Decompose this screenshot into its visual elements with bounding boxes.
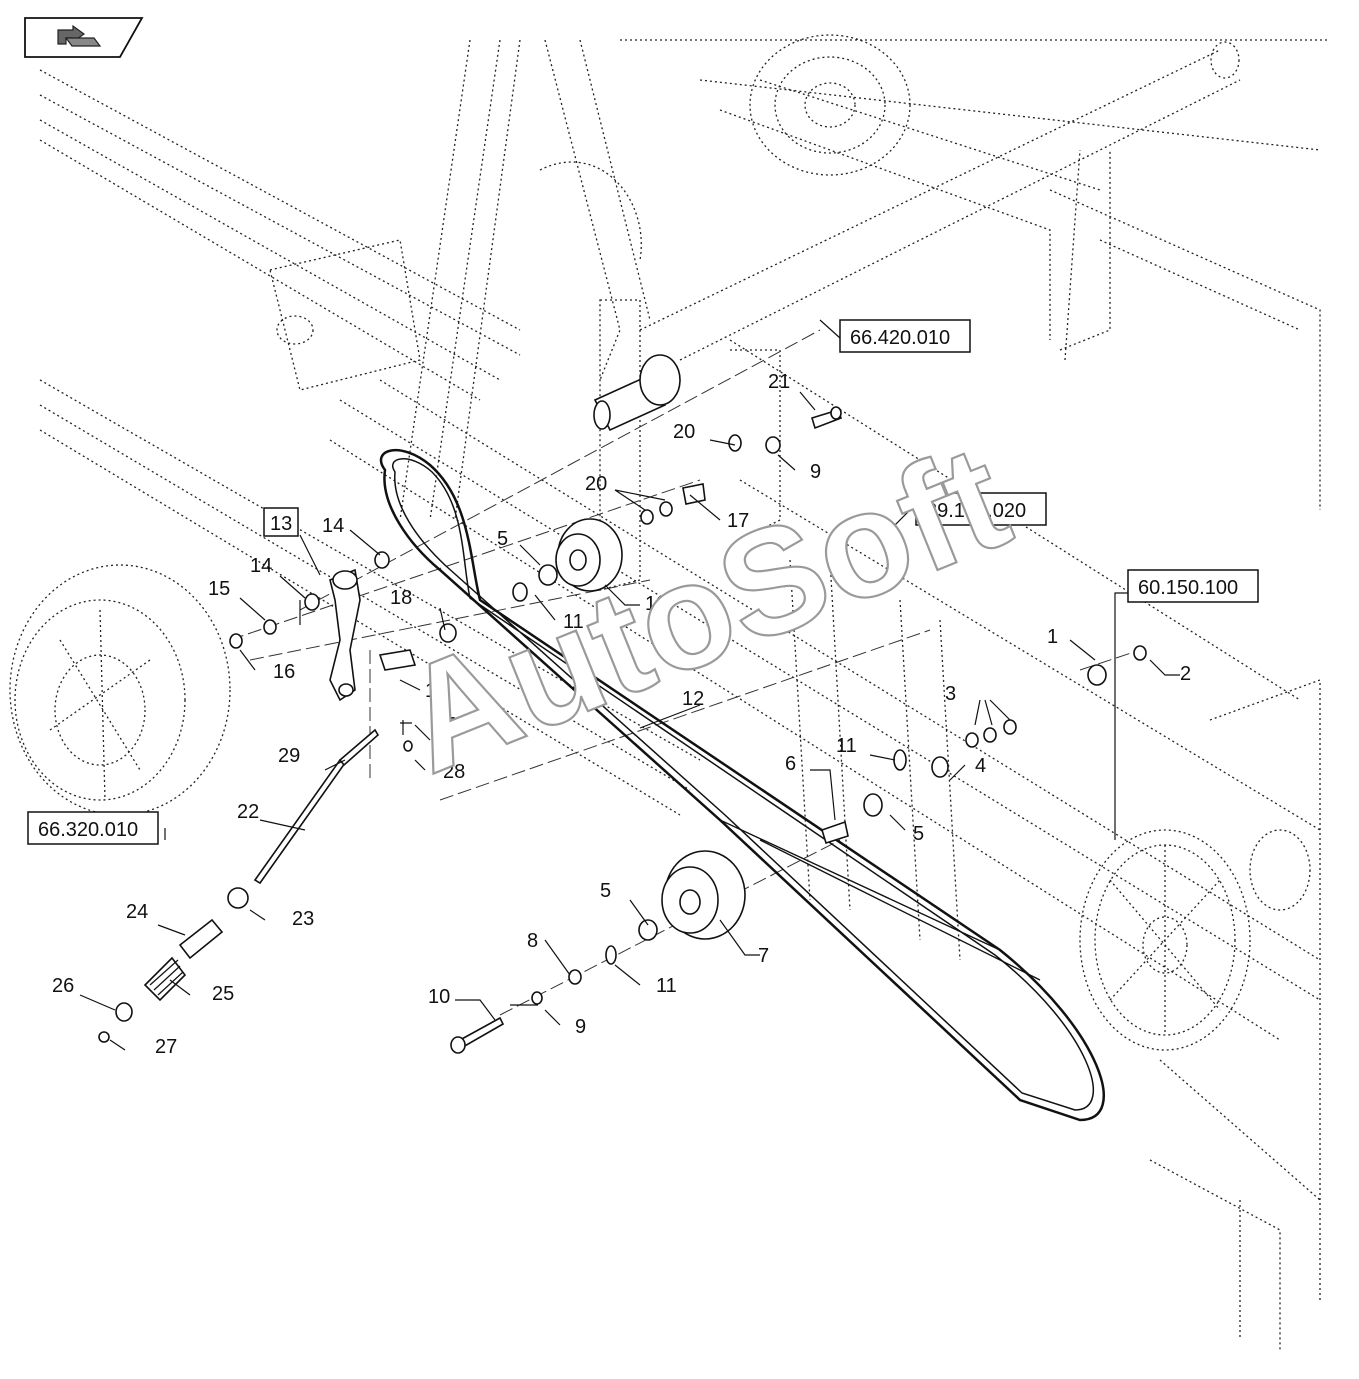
ref-label-60-150-100: 60.150.100	[1138, 577, 1238, 599]
callout-23: 23	[292, 908, 314, 930]
callout-22: 22	[237, 801, 259, 823]
ref-box-39-100-020	[915, 492, 1047, 526]
left-drive-wheel	[9, 564, 231, 816]
return-arrow-icon	[57, 24, 102, 47]
callout-3: 3	[945, 683, 956, 705]
callout-17b: 17	[425, 680, 447, 702]
callout-5c: 5	[600, 880, 611, 902]
ref-box-66-320-010	[27, 811, 159, 845]
callout-5a: 5	[497, 528, 508, 550]
reference-66-320-010[interactable]: 66.320.010	[27, 811, 159, 845]
callout-5b: 5	[913, 823, 924, 845]
callout-13: 13	[270, 513, 292, 535]
idler-pulley-7	[661, 850, 746, 940]
callout-27: 27	[155, 1036, 177, 1058]
callout-25: 25	[212, 983, 234, 1005]
leader-lines	[79, 319, 1180, 1051]
callout-7: 7	[758, 945, 769, 967]
splined-shaft-part	[593, 354, 681, 432]
callout-8: 8	[527, 930, 538, 952]
ref-box-66-420-010	[839, 319, 971, 353]
callout-28: 28	[443, 761, 465, 783]
right-large-pulley	[1079, 829, 1251, 1051]
callout-12: 12	[682, 688, 704, 710]
callout-9a: 9	[810, 461, 821, 483]
callout-18: 18	[390, 587, 412, 609]
callout-17a: 17	[727, 510, 749, 532]
callout-20b: 20	[585, 473, 607, 495]
callout-30: 30	[436, 714, 458, 736]
callout-10: 10	[428, 986, 450, 1008]
watermark-text: AutoSoft	[379, 412, 1029, 805]
callout-29: 29	[278, 745, 300, 767]
reference-39-100-020[interactable]: 39.100.020	[915, 492, 1047, 526]
callout-13-box	[263, 507, 299, 537]
callout-2: 2	[1180, 663, 1191, 685]
callout-6: 6	[785, 753, 796, 775]
callout-15: 15	[208, 578, 230, 600]
back-button[interactable]	[24, 17, 144, 58]
tensioner-arm-13	[329, 568, 361, 702]
reference-60-150-100[interactable]: 60.150.100	[1127, 569, 1259, 603]
callout-1: 1	[1047, 626, 1058, 648]
callout-26: 26	[52, 975, 74, 997]
ref-label-66-420-010: 66.420.010	[850, 327, 950, 349]
drive-belt	[379, 448, 1105, 1122]
reference-66-420-010[interactable]: 66.420.010	[839, 319, 971, 353]
callout-11c: 11	[656, 975, 677, 997]
machine-frame	[9, 34, 1330, 1350]
callout-14a: 14	[322, 515, 344, 537]
callout-16: 16	[273, 661, 295, 683]
idler-pulley-19	[555, 518, 623, 592]
ref-label-66-320-010: 66.320.010	[38, 819, 138, 841]
callout-14b: 14	[250, 555, 272, 577]
callout-11b: 11	[836, 735, 857, 757]
callout-24: 24	[126, 901, 148, 923]
callouts: 1 2 3 4 5 5 5 6 7 8 9 9 10 11 11 11 12 1…	[52, 371, 1191, 1058]
callout-20a: 20	[673, 421, 695, 443]
callout-9b: 9	[575, 1016, 586, 1038]
callout-4: 4	[975, 755, 986, 777]
ref-box-60-150-100	[1127, 569, 1259, 603]
callout-11a: 11	[563, 611, 584, 633]
callout-21: 21	[768, 371, 790, 393]
ref-label-39-100-020: 39.100.020	[926, 500, 1026, 522]
parts	[98, 354, 1147, 1054]
callout-19: 19	[645, 593, 667, 615]
